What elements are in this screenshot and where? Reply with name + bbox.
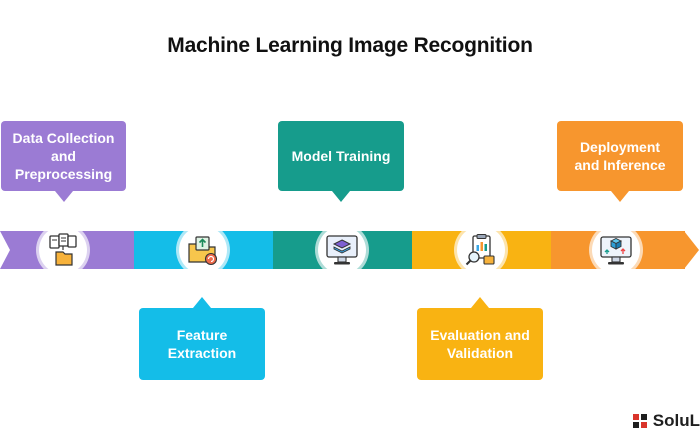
callout-tail <box>471 297 489 308</box>
callout-tail <box>193 297 211 308</box>
step-evaluation: Evaluation and Validation <box>417 297 543 380</box>
page-title: Machine Learning Image Recognition <box>167 34 533 57</box>
clipboard-magnifier-icon <box>457 226 505 274</box>
logo-text: SoluL <box>652 411 700 430</box>
timeline-arrow-head <box>684 231 699 269</box>
step-feature-extraction: Feature Extraction <box>139 297 265 380</box>
step-label: Model Training <box>291 148 391 164</box>
callout-tail <box>332 191 350 202</box>
step-label: Data Collection and Preprocessing <box>12 130 115 182</box>
step-model-training: Model Training <box>278 121 404 202</box>
logo: SoluL <box>632 408 700 434</box>
step-data-collection: Data Collection and Preprocessing <box>1 121 126 202</box>
logo-mark-icon <box>632 414 647 428</box>
files-folder-icon <box>39 226 87 274</box>
folder-upload-icon <box>179 226 227 274</box>
callout-tail <box>611 191 629 202</box>
timeline-start-notch <box>0 231 10 269</box>
step-label: Evaluation and Validation <box>430 327 530 361</box>
monitor-layers-icon <box>318 226 366 274</box>
step-label: Feature Extraction <box>167 327 237 361</box>
step-label: Deployment and Inference <box>574 139 666 173</box>
step-deployment: Deployment and Inference <box>557 121 683 202</box>
callout-tail <box>54 191 73 202</box>
monitor-cube-icon <box>592 226 640 274</box>
